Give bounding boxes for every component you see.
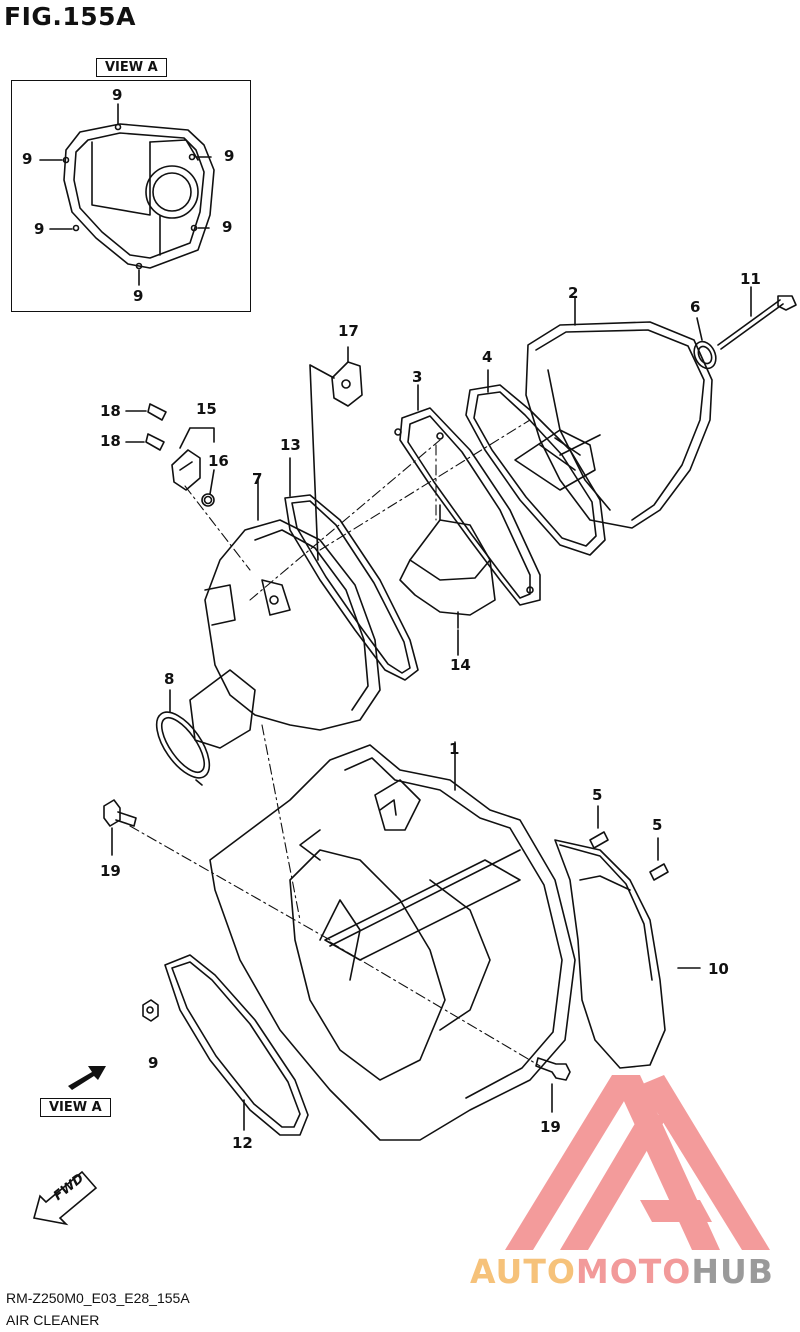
logo-mark [505,1075,770,1250]
callout-5-b: 5 [652,816,663,834]
inset-callout-9-top: 9 [112,86,123,104]
inset-callout-9-bottom: 9 [133,287,144,305]
part-12-gasket [164,954,309,1136]
alignment-lines [129,419,541,1067]
view-a-arrow-label: VIEW A [40,1098,111,1117]
callout-15: 15 [196,400,217,418]
part-8-boot-clamp [155,669,256,786]
callout-4: 4 [482,348,493,366]
part-5-screws [589,805,669,881]
part-19-bolts [103,799,571,1113]
callout-5-a: 5 [592,786,603,804]
callout-19-a: 19 [100,862,121,880]
view-a-box-label: VIEW A [96,58,167,77]
inset-callout-9-left-bottom: 9 [34,220,45,238]
inset-callout-9-left-top: 9 [22,150,33,168]
callout-17: 17 [338,322,359,340]
footer-code: RM-Z250M0_E03_E28_155A [6,1290,190,1306]
callout-3: 3 [412,368,423,386]
inset-callout-9-right-bottom: 9 [222,218,233,236]
part-1-air-cleaner-case [209,741,576,1141]
callout-14: 14 [450,656,471,674]
callout-16: 16 [208,452,229,470]
callout-9: 9 [148,1054,159,1072]
view-a-inset [11,80,251,312]
callout-18-a: 18 [100,402,121,420]
part-10-guard [554,839,701,1069]
callout-13: 13 [280,436,301,454]
inset-callout-9-right-top: 9 [224,147,235,165]
callout-11: 11 [740,270,761,288]
view-a-cover-drawing [39,103,215,286]
part-15-16-18-sensor [125,403,215,507]
logo-wordmark: AUTOMOTOHUB [470,1252,774,1291]
callout-8: 8 [164,670,175,688]
part-2-cleaner-cover [525,296,713,529]
part-13-gasket [284,457,419,681]
callout-18-b: 18 [100,432,121,450]
part-6-clamp [693,317,717,370]
callout-19-b: 19 [540,1118,561,1136]
callout-12: 12 [232,1134,253,1152]
part-11-bolt [717,286,797,350]
part-7-boot-housing [204,477,381,731]
part-9-nut [142,999,159,1022]
callout-7: 7 [252,470,263,488]
logo-text-moto: MOTO [575,1252,692,1291]
view-a-arrow [68,1066,106,1090]
part-4-filter-element [465,369,606,556]
logo-text-hub: HUB [691,1252,774,1291]
figure-title: FIG.155A [4,2,136,31]
callout-10: 10 [708,960,729,978]
callout-1: 1 [449,740,460,758]
part-17-bracket [309,346,363,561]
part-14-funnel [399,504,496,656]
callout-6: 6 [690,298,701,316]
logo-text-auto: AUTO [470,1252,576,1291]
part-3-filter-frame [394,384,541,606]
callout-2: 2 [568,284,579,302]
fwd-arrow [32,1170,98,1226]
footer-name: AIR CLEANER [6,1312,100,1328]
